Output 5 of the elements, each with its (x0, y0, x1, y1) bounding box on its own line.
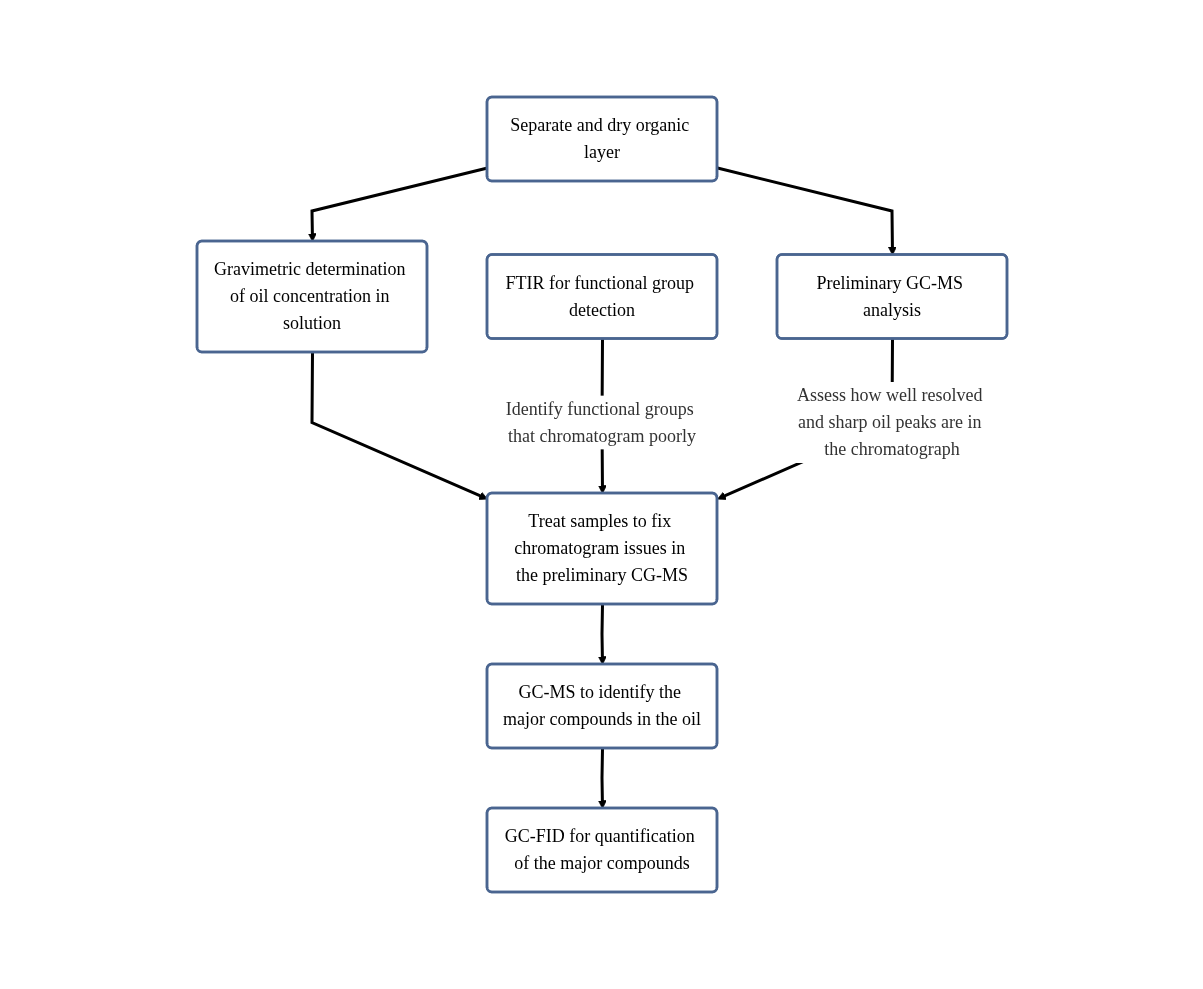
edge-label: Assess how well resolved and sharp oil peaks are in the chromatograph (796, 385, 982, 459)
edge-label: Identify functional groups that chromatogram poorly (505, 398, 696, 446)
arrow (597, 748, 607, 809)
arrow (597, 604, 607, 665)
arrow (310, 352, 488, 500)
